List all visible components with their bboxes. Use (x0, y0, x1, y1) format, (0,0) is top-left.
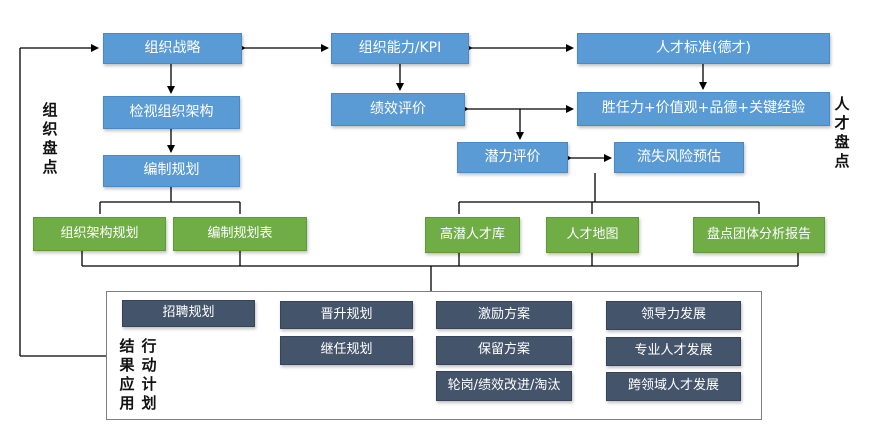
competency-box: 胜任力+价值观+品德+关键经验 (577, 92, 830, 126)
retention-plan-box: 保留方案 (436, 336, 572, 365)
review-org-structure-box: 检视组织架构 (103, 96, 240, 129)
org-capability-box: 组织能力/KPI (331, 33, 469, 64)
promotion-plan-box: 晋升规划 (280, 301, 413, 329)
action-plan-region (106, 291, 762, 420)
succession-plan-box: 继任规划 (280, 336, 413, 365)
incentive-plan-box: 激励方案 (436, 301, 572, 329)
action-plan-label: 行动计划 (141, 337, 157, 412)
cross-domain-development-box: 跨领域人才发展 (606, 372, 741, 401)
performance-evaluation-box: 绩效评价 (331, 93, 465, 126)
talent-standard-box: 人才标准(德才) (577, 33, 830, 64)
org-structure-plan-box: 组织架构规划 (33, 217, 166, 251)
talent-map-box: 人才地图 (546, 217, 639, 253)
org-strategy-box: 组织战略 (103, 33, 242, 64)
result-application-label: 结果应用 (119, 337, 135, 412)
group-report-box: 盘点团体分析报告 (693, 217, 825, 253)
talent-review-label: 人才盘点 (834, 95, 850, 170)
leadership-development-box: 领导力发展 (606, 301, 741, 330)
rotation-improvement-box: 轮岗/绩效改进/淘汰 (436, 371, 572, 401)
staffing-table-box: 编制规划表 (173, 217, 307, 251)
potential-evaluation-box: 潜力评价 (457, 142, 568, 173)
high-potential-pool-box: 高潜人才库 (425, 217, 520, 253)
professional-development-box: 专业人才发展 (606, 337, 741, 366)
staffing-plan-box: 编制规划 (103, 155, 240, 187)
turnover-risk-box: 流失风险预估 (614, 142, 744, 173)
recruitment-plan-box: 招聘规划 (122, 300, 255, 327)
org-review-label: 组织盘点 (42, 101, 58, 176)
